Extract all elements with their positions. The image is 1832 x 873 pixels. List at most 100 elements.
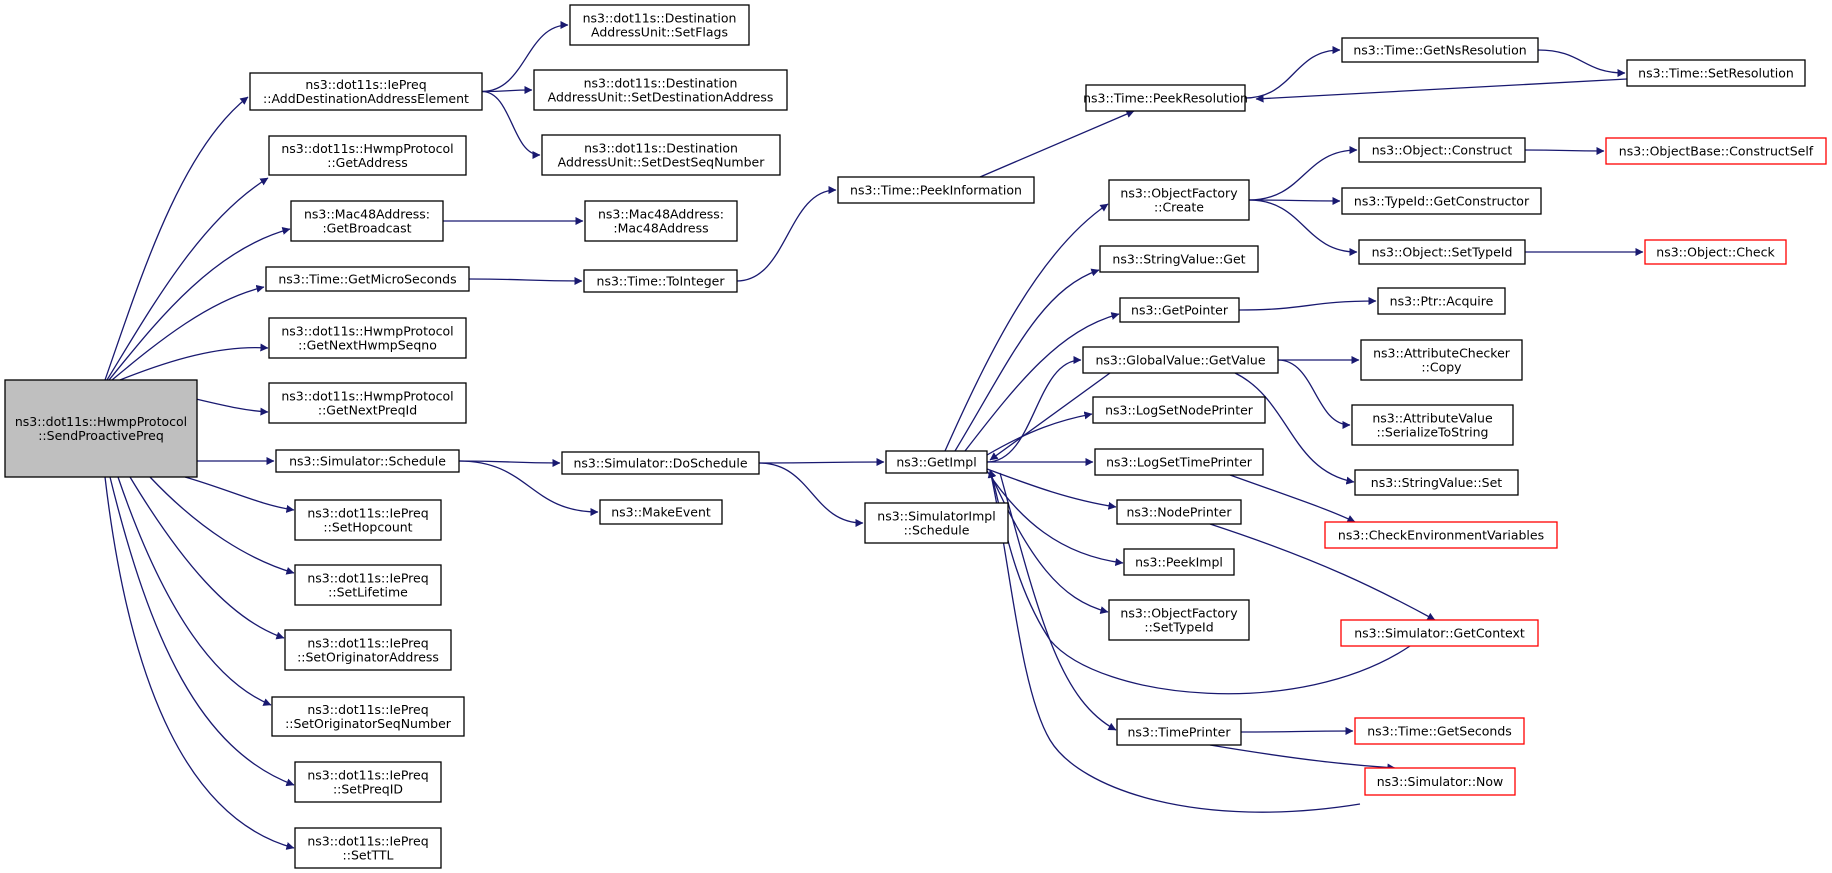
node-simImplSchedule[interactable]: ns3::SimulatorImpl::Schedule [864, 502, 1009, 544]
node-setRes[interactable]: ns3::Time::SetResolution [1626, 59, 1806, 87]
node-label: ns3::dot11s::IePreq [307, 636, 428, 651]
node-getContext[interactable]: ns3::Simulator::GetContext [1340, 619, 1539, 647]
node-label: ns3::dot11s::IePreq [307, 571, 428, 586]
node-simNow[interactable]: ns3::Simulator::Now [1364, 767, 1516, 796]
node-toInteger[interactable]: ns3::Time::ToInteger [583, 269, 738, 293]
node-label: ns3::Ptr::Acquire [1390, 294, 1494, 309]
node-getSeconds[interactable]: ns3::Time::GetSeconds [1354, 717, 1525, 745]
node-ptrAcquire[interactable]: ns3::Ptr::Acquire [1377, 287, 1506, 315]
node-label: ns3::StringValue::Get [1112, 252, 1245, 267]
edge-peekInfo-to-peekRes [979, 110, 1135, 178]
node-label: ::SetPreqID [333, 782, 403, 797]
node-objConstruct[interactable]: ns3::Object::Construct [1358, 137, 1526, 163]
node-box [1092, 396, 1266, 424]
edge-peekRes-to-getNsRes [1244, 46, 1341, 99]
node-logTimePrinter[interactable]: ns3::LogSetTimePrinter [1094, 448, 1264, 476]
node-constructSelf[interactable]: ns3::ObjectBase::ConstructSelf [1605, 137, 1827, 165]
node-label: ::GetNextHwmpSeqno [298, 338, 437, 353]
node-box [561, 451, 760, 475]
node-peekRes[interactable]: ns3::Time::PeekResolution [1083, 84, 1248, 112]
node-setTypeId[interactable]: ns3::Object::SetTypeId [1358, 239, 1526, 265]
edge-ofCreate-to-objConstruct [1248, 146, 1358, 201]
edge-root-to-setOrigAddr [129, 476, 285, 640]
node-box [569, 4, 750, 46]
node-setTTL[interactable]: ns3::dot11s::IePreq::SetTTL [294, 827, 442, 869]
node-svSet[interactable]: ns3::StringValue::Set [1354, 469, 1519, 496]
node-getNextHwmp[interactable]: ns3::dot11s::HwmpProtocol::GetNextHwmpSe… [268, 317, 467, 359]
node-getCtor[interactable]: ns3::TypeId::GetConstructor [1341, 187, 1542, 215]
node-box [1341, 37, 1539, 63]
node-setPreqId[interactable]: ns3::dot11s::IePreq::SetPreqID [294, 761, 442, 803]
edge-addDest-to-duSetSeq [481, 90, 541, 159]
node-getNsRes[interactable]: ns3::Time::GetNsResolution [1341, 37, 1539, 63]
edge-getImpl-to-ofSetTypeId [989, 472, 1109, 615]
node-duSetSeq[interactable]: ns3::dot11s::DestinationAddressUnit::Set… [541, 134, 781, 176]
node-avSerialize[interactable]: ns3::AttributeValue::SerializeToString [1351, 404, 1514, 446]
node-mac48ctor[interactable]: ns3::Mac48Address::Mac48Address [584, 200, 738, 242]
node-getImpl[interactable]: ns3::GetImpl [885, 450, 988, 474]
node-getBroadcast[interactable]: ns3::Mac48Address::GetBroadcast [290, 200, 444, 242]
node-label: ns3::Simulator::GetContext [1354, 626, 1525, 641]
node-box [864, 502, 1009, 544]
node-ofCreate[interactable]: ns3::ObjectFactory::Create [1108, 179, 1250, 221]
node-box [290, 200, 444, 242]
edge-root-to-getAddress [106, 177, 269, 381]
node-box [885, 450, 988, 474]
node-box [1351, 404, 1514, 446]
node-nodePrinter[interactable]: ns3::NodePrinter [1116, 499, 1242, 525]
node-gvGetValue[interactable]: ns3::GlobalValue::GetValue [1082, 346, 1279, 374]
node-box [1341, 187, 1542, 215]
node-acCopy[interactable]: ns3::AttributeChecker::Copy [1360, 339, 1523, 381]
node-svGet[interactable]: ns3::StringValue::Get [1099, 245, 1259, 273]
edge-getImpl-to-getPointer [964, 312, 1120, 452]
node-duSetFlags[interactable]: ns3::dot11s::DestinationAddressUnit::Set… [569, 4, 750, 46]
node-box [1377, 287, 1506, 315]
node-setOrigSeq[interactable]: ns3::dot11s::IePreq::SetOriginatorSeqNum… [271, 696, 465, 737]
node-setOrigAddr[interactable]: ns3::dot11s::IePreq::SetOriginatorAddres… [284, 629, 452, 671]
node-getMicro[interactable]: ns3::Time::GetMicroSeconds [265, 266, 470, 292]
edge-doSchedule-to-simImplSchedule [758, 462, 864, 527]
node-label: ns3::Time::GetMicroSeconds [278, 272, 456, 287]
node-setLife[interactable]: ns3::dot11s::IePreq::SetLifetime [294, 564, 442, 606]
edge-objConstruct-to-constructSelf [1524, 146, 1605, 155]
node-label: ns3::ObjectBase::ConstructSelf [1619, 144, 1814, 159]
node-label: ::GetNextPreqId [318, 403, 417, 418]
node-addDest[interactable]: ns3::dot11s::IePreq::AddDestinationAddre… [249, 72, 483, 111]
node-doSchedule[interactable]: ns3::Simulator::DoSchedule [561, 451, 760, 475]
edge-doSchedule-to-getImpl [758, 458, 885, 467]
edge-ofCreate-to-setTypeId [1248, 199, 1358, 256]
node-checkEnv[interactable]: ns3::CheckEnvironmentVariables [1324, 521, 1558, 549]
node-box [1358, 239, 1526, 265]
node-getAddress[interactable]: ns3::dot11s::HwmpProtocol::GetAddress [268, 135, 467, 176]
edge-root-to-setHop [184, 476, 295, 513]
node-getPointer[interactable]: ns3::GetPointer [1119, 297, 1240, 323]
node-peekInfo[interactable]: ns3::Time::PeekInformation [837, 176, 1035, 204]
node-label: ::SetOriginatorSeqNumber [285, 716, 452, 731]
node-label: ::AddDestinationAddressElement [263, 91, 469, 106]
node-label: ns3::ObjectFactory [1120, 186, 1238, 201]
node-objCheck[interactable]: ns3::Object::Check [1644, 239, 1787, 265]
node-label: ns3::NodePrinter [1126, 505, 1232, 520]
node-root[interactable]: ns3::dot11s::HwmpProtocol::SendProactive… [4, 379, 198, 478]
node-duSetDestAddr[interactable]: ns3::dot11s::DestinationAddressUnit::Set… [533, 69, 788, 111]
node-box [1082, 346, 1279, 374]
node-logNodePrinter[interactable]: ns3::LogSetNodePrinter [1092, 396, 1266, 424]
node-box [294, 827, 442, 869]
edge-schedule-to-makeEvent [458, 460, 599, 516]
node-box [1364, 767, 1516, 796]
edge-getImpl-to-peekImpl [986, 470, 1124, 567]
node-box [583, 269, 738, 293]
node-label: ::SetHopcount [323, 520, 412, 535]
node-ofSetTypeId[interactable]: ns3::ObjectFactory::SetTypeId [1108, 599, 1250, 641]
node-box [294, 564, 442, 606]
node-makeEvent[interactable]: ns3::MakeEvent [599, 499, 723, 525]
node-timePrinter[interactable]: ns3::TimePrinter [1116, 718, 1242, 746]
node-setHop[interactable]: ns3::dot11s::IePreq::SetHopcount [294, 499, 442, 541]
node-schedule[interactable]: ns3::Simulator::Schedule [275, 449, 460, 473]
edge-getImpl-to-timePrinter [999, 472, 1117, 731]
edge-getPointer-to-ptrAcquire [1238, 297, 1377, 311]
node-peekImpl[interactable]: ns3::PeekImpl [1123, 548, 1235, 576]
node-box [275, 449, 460, 473]
node-getNextPreq[interactable]: ns3::dot11s::HwmpProtocol::GetNextPreqId [268, 382, 467, 424]
